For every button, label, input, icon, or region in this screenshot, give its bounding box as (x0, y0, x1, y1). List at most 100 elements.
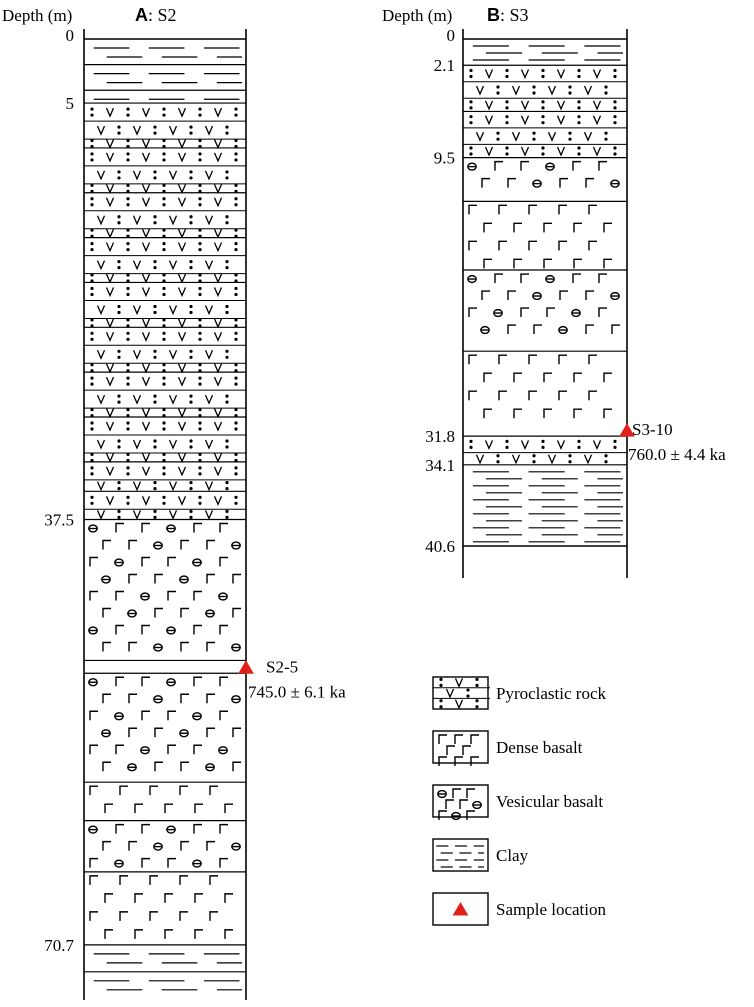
layer-pyroclastic (84, 371, 246, 419)
dense-pattern (89, 875, 233, 939)
layer-clay (472, 45, 623, 61)
sample-age: 745.0 ± 6.1 ka (248, 682, 346, 701)
depth-tick-label: 70.7 (44, 936, 74, 955)
legend-label: Pyroclastic rock (496, 684, 606, 703)
legend-swatch-vesicular (432, 784, 489, 821)
pyroclastic-pattern (84, 242, 246, 284)
legend-swatch-sample (432, 892, 489, 926)
layer-dense (84, 871, 246, 939)
vesicular-pattern (88, 522, 241, 652)
layer-vesicular (84, 820, 246, 868)
depth-tick-label: 2.1 (434, 56, 455, 75)
sample-name: S3-10 (632, 420, 673, 439)
depth-tick-label: 5 (66, 94, 75, 113)
layer-pyroclastic (84, 281, 246, 329)
layer-dense (463, 350, 627, 419)
depth-tick-label: 9.5 (434, 149, 455, 168)
vesicular-pattern (467, 273, 620, 335)
sample-marker (619, 423, 635, 437)
pyroclastic-pattern (463, 115, 627, 157)
column-s3: 0 2.1 9.5 31.8 34.1 40.6 S3-10 760.0 ± 4.4 ka (425, 26, 726, 578)
clay-pattern (93, 73, 242, 84)
depth-tick-label: 0 (447, 26, 456, 45)
panel-name-a: : S2 (148, 5, 177, 25)
pyroclastic-pattern (84, 331, 246, 374)
layer-vesicular (84, 518, 246, 652)
layer-pyroclastic (463, 110, 627, 157)
pyroclastic-pattern (84, 197, 246, 239)
dense-pattern (468, 354, 612, 419)
legend-item-sample: Sample location (432, 892, 607, 926)
layer-dense (463, 200, 627, 269)
legend-item-vesicular: Vesicular basalt (432, 784, 603, 821)
sample-age: 760.0 ± 4.4 ka (628, 445, 726, 464)
vesicular-pattern (467, 160, 620, 188)
layer-clay (93, 47, 242, 58)
legend-label: Vesicular basalt (496, 792, 603, 811)
layer-pyroclastic (84, 326, 246, 374)
pyroclastic-pattern (84, 376, 246, 419)
pyroclastic-pattern (84, 495, 246, 521)
clay-pattern (472, 45, 623, 61)
layer-clay (84, 971, 246, 991)
layer-vesicular (463, 269, 627, 335)
layer-dense (84, 781, 246, 814)
pyroclastic-pattern (84, 152, 246, 194)
pyroclastic-pattern (463, 439, 627, 465)
layer-pyroclastic (84, 461, 246, 492)
layer-pyroclastic (84, 102, 246, 150)
layer-pyroclastic (463, 435, 627, 465)
layer-pyroclastic (84, 416, 246, 464)
depth-label-b: Depth (m) (382, 6, 452, 25)
layer-pyroclastic (84, 147, 246, 194)
clay-pattern (93, 980, 242, 991)
vesicular-pattern (88, 823, 241, 868)
legend-item-dense: Dense basalt (432, 730, 583, 766)
pyroclastic-pattern (84, 286, 246, 329)
clay-pattern (472, 471, 623, 543)
depth-tick-label: 37.5 (44, 511, 74, 530)
panel-title-b: B: S3 (487, 5, 529, 25)
panel-letter-b: B (487, 5, 500, 25)
sample-legend-icon (452, 902, 469, 916)
depth-tick-label: 34.1 (425, 456, 455, 475)
legend-swatch-dense (432, 730, 489, 766)
layer-vesicular (463, 157, 627, 188)
pyroclastic-pattern (463, 68, 627, 111)
clay-pattern (93, 47, 242, 58)
layer-pyroclastic (463, 64, 627, 111)
panel-name-b: : S3 (500, 5, 529, 25)
depth-tick-label: 31.8 (425, 427, 455, 446)
legend-label: Dense basalt (496, 738, 583, 757)
layer-clay (84, 64, 246, 84)
layer-clay (84, 944, 246, 964)
dense-pattern (89, 785, 233, 814)
legend-swatch-clay (432, 838, 489, 872)
depth-tick-label: 0 (66, 26, 75, 45)
legend-label: Sample location (496, 900, 607, 919)
pyroclastic-pattern (84, 107, 246, 150)
column-s2: 0 5 37.5 70.7 S2-5 745.0 ± 6.1 ka (44, 26, 346, 1000)
layer-vesicular (84, 672, 246, 772)
clay-pattern (93, 953, 242, 964)
legend-item-pyroclastic: Pyroclastic rock (432, 676, 606, 710)
depth-label-a: Depth (m) (2, 6, 72, 25)
sample-name: S2-5 (266, 657, 298, 676)
pyroclastic-pattern (84, 421, 246, 464)
layer-pyroclastic (84, 490, 246, 521)
depth-tick-label: 40.6 (425, 537, 455, 556)
legend-swatch-pyroclastic (432, 676, 490, 710)
layer-clay (463, 464, 627, 543)
panel-letter-a: A (135, 5, 148, 25)
vesicular-pattern (88, 676, 241, 772)
layer-pyroclastic (84, 237, 246, 284)
panel-title-a: A: S2 (135, 5, 177, 25)
legend-label: Clay (496, 846, 529, 865)
sample-marker (238, 660, 254, 674)
dense-pattern (468, 204, 612, 269)
legend-item-clay: Clay (432, 838, 529, 872)
layer-clay (84, 89, 246, 100)
layer-pyroclastic (84, 192, 246, 239)
